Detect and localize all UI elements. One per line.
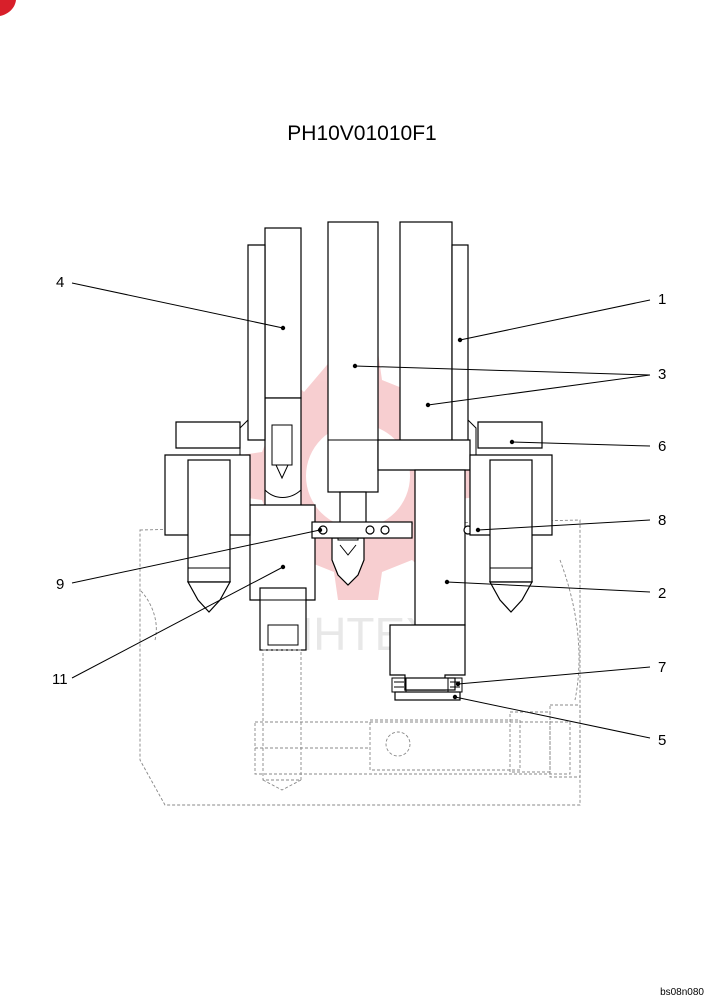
callout-8: 8 [658,512,666,529]
left-cap-screw [164,421,251,613]
callout-6: 6 [658,438,666,455]
callout-1: 1 [658,291,666,308]
drawing-title: PH10V01010F1 [287,122,436,145]
left-spool [249,227,316,791]
left-housing [239,244,266,466]
callout-2: 2 [658,585,666,602]
callout-3: 3 [658,366,666,383]
callout-7: 7 [658,659,666,676]
leader-lines [71,282,651,739]
right-solenoid [377,221,477,471]
callout-4: 4 [56,274,64,291]
center-solenoid [327,221,379,586]
brand-corner-tab [0,0,16,16]
drawing-code: bs08n080 [660,987,704,998]
callout-5: 5 [658,732,666,749]
callout-9: 9 [56,576,64,593]
callout-11: 11 [52,671,68,688]
right-spool [389,469,466,701]
right-cap-screw [469,421,553,613]
